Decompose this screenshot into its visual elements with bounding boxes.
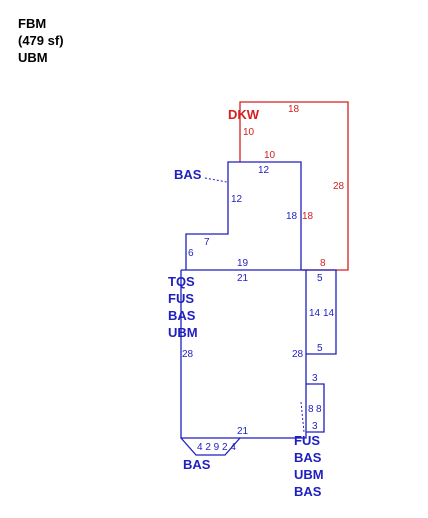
- dkw-label: DKW: [228, 107, 260, 122]
- dim-dkw-bottom: 8: [320, 258, 326, 269]
- dkw-outline: [239, 101, 349, 271]
- right-leader-line: [300, 401, 305, 433]
- main-block-outline: [180, 269, 307, 439]
- bay-outline: [180, 437, 241, 456]
- dim-r1-right: 14: [323, 308, 335, 319]
- main-label-bas: BAS: [168, 308, 196, 323]
- bas-upper-label: BAS: [174, 167, 202, 182]
- dim-bay-bottom: 4 2 9 2 4: [197, 442, 236, 453]
- right-label-fus: FUS: [294, 433, 320, 448]
- dim-r1-left: 14: [309, 308, 321, 319]
- right-box-1-outline: [306, 269, 337, 355]
- dim-dkw-inner: 18: [302, 211, 314, 222]
- dim-main-top-a: 19: [237, 258, 249, 269]
- main-label-fus: FUS: [168, 291, 194, 306]
- right-label-bas-2: BAS: [294, 484, 322, 499]
- dim-up-right: 18: [286, 211, 298, 222]
- dim-r2-top: 3: [312, 373, 318, 384]
- header-fbm: FBM: [18, 16, 46, 31]
- dim-main-bottom: 21: [237, 426, 249, 437]
- dim-up-left-low: 6: [188, 248, 194, 259]
- dim-up-left: 12: [231, 194, 243, 205]
- dim-r1-bottom: 5: [317, 343, 323, 354]
- dim-up-step: 7: [204, 237, 210, 248]
- dim-r2-left: 8: [308, 404, 314, 415]
- right-box-2-outline: [306, 383, 325, 433]
- dim-r1-top: 5: [317, 273, 323, 284]
- dim-r2-bottom: 3: [312, 421, 318, 432]
- dim-main-right: 28: [292, 349, 304, 360]
- dim-main-top-b: 21: [237, 273, 249, 284]
- right-label-bas: BAS: [294, 450, 322, 465]
- bas-bottom-label: BAS: [183, 457, 211, 472]
- main-label-tqs: TQS: [168, 274, 195, 289]
- dim-dkw-left: 10: [243, 127, 255, 138]
- dim-dkw-top: 18: [288, 104, 300, 115]
- header-area: (479 sf): [18, 33, 64, 48]
- dim-r2-right: 8: [316, 404, 322, 415]
- dim-dkw-right: 28: [333, 181, 345, 192]
- right-label-ubm: UBM: [294, 467, 324, 482]
- dim-main-left: 28: [182, 349, 194, 360]
- dim-dkw-step: 10: [264, 150, 276, 161]
- bas-leader-line: [204, 177, 228, 183]
- main-label-ubm: UBM: [168, 325, 198, 340]
- dim-up-top: 12: [258, 165, 270, 176]
- header-ubm: UBM: [18, 50, 48, 65]
- upper-wing-outline: [185, 161, 302, 270]
